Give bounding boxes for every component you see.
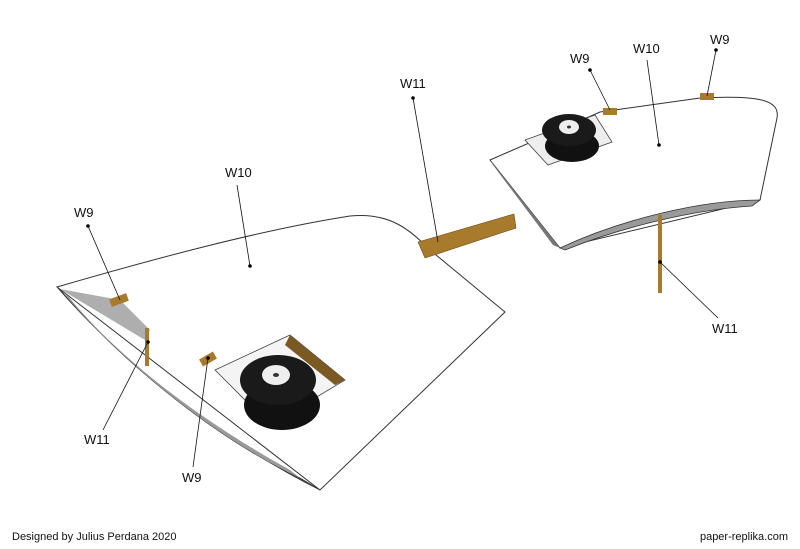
footer-credit: Designed by Julius Perdana 2020 [12,531,177,543]
label-w11: W11 [400,76,426,91]
label-w11: W11 [84,432,110,447]
label-w9: W9 [570,51,590,66]
label-w9: W9 [182,470,202,485]
wheel [240,355,320,430]
w9-tab [700,93,714,100]
center-w11-spar [417,213,517,259]
w11-spar [658,215,662,293]
w9-tab [109,293,129,307]
label-w11: W11 [712,321,738,336]
label-w10: W10 [633,41,660,56]
leader-lines [86,48,719,468]
footer-website: paper-replika.com [700,531,788,543]
wheel [542,114,599,162]
w9-tab [603,108,617,115]
w11-spar [145,328,149,366]
right-wing [489,93,778,293]
label-w9: W9 [74,205,94,220]
label-w9: W9 [710,32,730,47]
left-wing [55,214,506,491]
label-w10: W10 [225,165,252,180]
